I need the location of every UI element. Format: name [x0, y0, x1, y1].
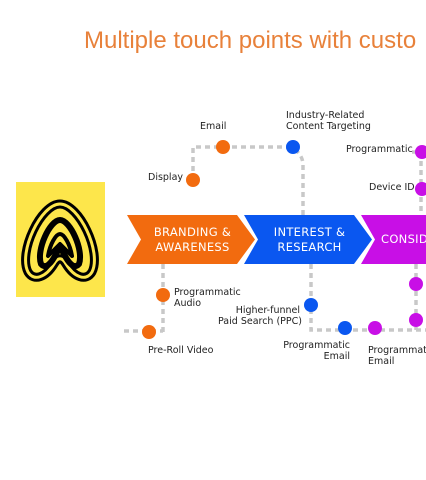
touchpoint-preroll-label: Pre-Roll Video: [148, 345, 214, 356]
stage-branding-awareness: BRANDING &AWARENESS: [127, 215, 255, 264]
connector-display-email: [191, 145, 293, 180]
touchpoint-prog-email2-dot: [368, 321, 382, 335]
touchpoint-industry-dot: [286, 140, 300, 154]
touchpoint-programmatic-dot: [415, 145, 426, 159]
logo-mark-icon: [21, 199, 99, 282]
stage-label: BRANDING &AWARENESS: [153, 225, 232, 254]
touchpoint-display-dot: [186, 173, 200, 187]
touchpoint-device-id-dot: [415, 182, 426, 196]
connector-industry: [291, 146, 305, 215]
chevron-shape-orange: [127, 215, 255, 264]
touchpoint-preroll-dot: [142, 325, 156, 339]
touchpoint-prog-email-dot: [338, 321, 352, 335]
touchpoint-consid-lower-dot: [409, 313, 423, 327]
touchpoint-programmatic-label: Programmatic: [346, 144, 413, 155]
page-title: Multiple touch points with custo: [84, 27, 417, 54]
stage-consideration: CONSID: [361, 215, 426, 264]
touchpoint-device-id-label: Device ID: [369, 182, 415, 193]
brand-logo: [16, 182, 105, 297]
stage-label: INTEREST &RESEARCH: [273, 225, 346, 254]
touchpoint-display-label: Display: [148, 172, 184, 183]
stage-label: CONSID: [381, 232, 426, 247]
touchpoint-ppc-dot: [304, 298, 318, 312]
touchpoint-email-label: Email: [200, 121, 227, 132]
chevron-shape-magenta: [361, 215, 426, 264]
touchpoint-email-dot: [216, 140, 230, 154]
connector-ppc: [309, 264, 426, 332]
chevron-shape-blue: [244, 215, 372, 264]
touchpoint-audio-dot: [156, 288, 170, 302]
stage-interest-research: INTEREST &RESEARCH: [244, 215, 372, 264]
touchpoint-consid-upper-dot: [409, 277, 423, 291]
